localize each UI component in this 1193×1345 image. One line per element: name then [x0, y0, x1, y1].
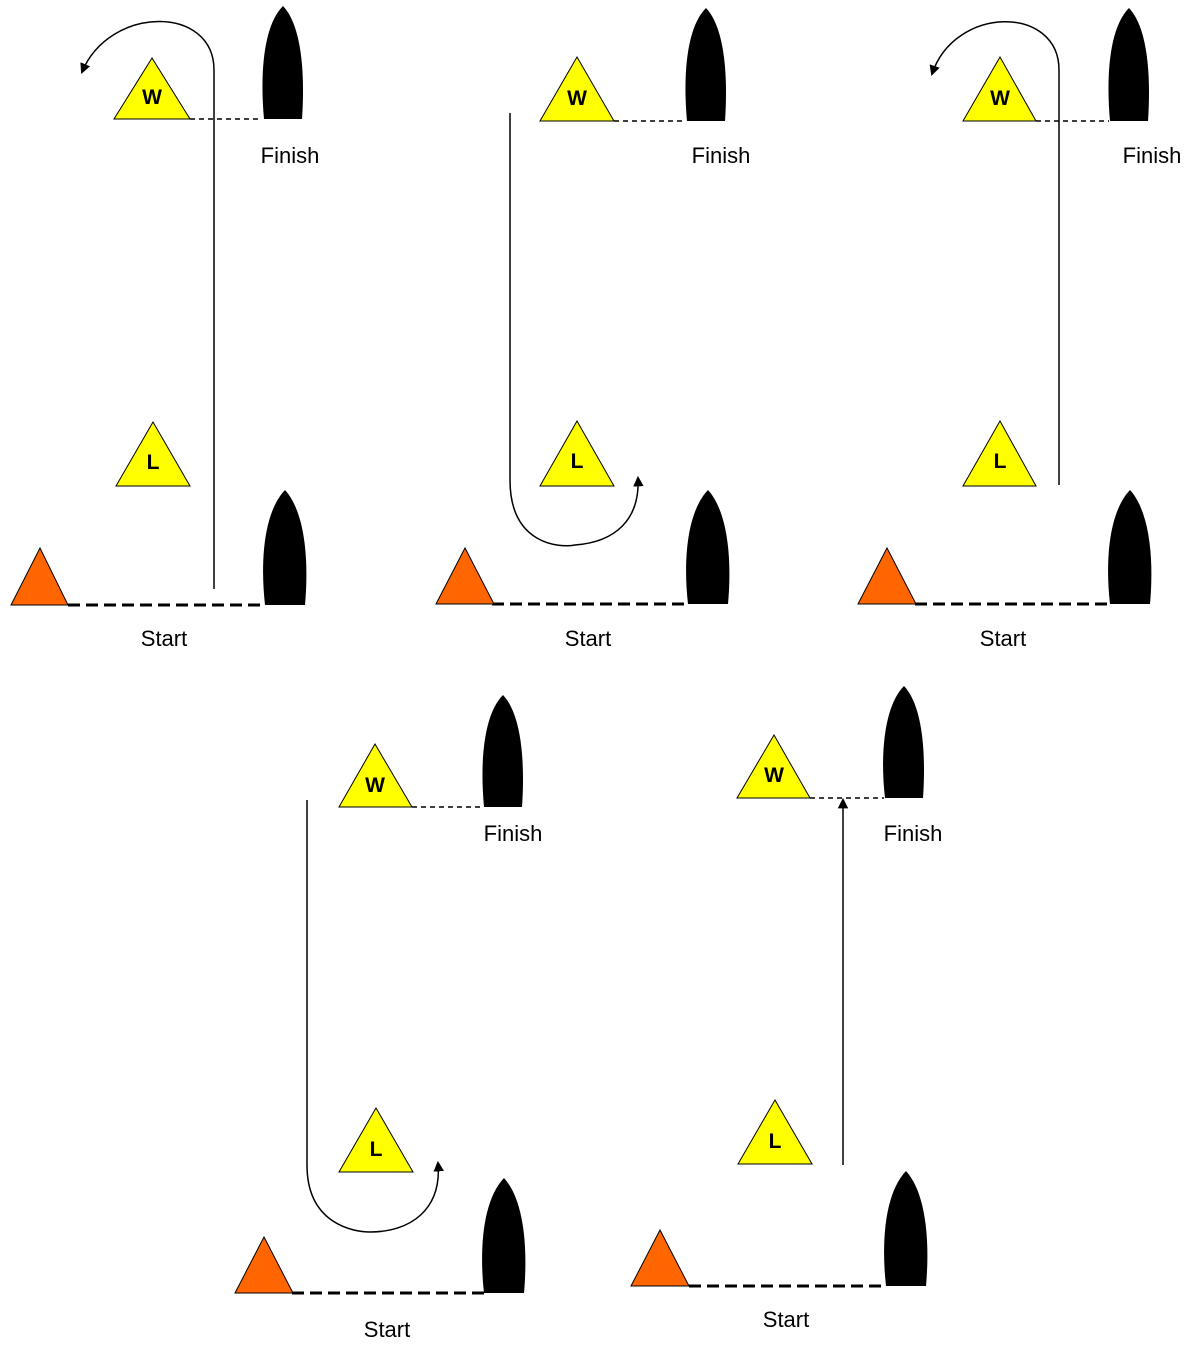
course-2: W L Finish Start	[435, 8, 751, 651]
start-label: Start	[364, 1317, 410, 1342]
windward-mark-label: W	[990, 87, 1010, 110]
leeward-mark: L	[115, 421, 191, 487]
start-label: Start	[141, 626, 187, 651]
leeward-mark: L	[539, 419, 615, 487]
finish-label: Finish	[692, 143, 751, 168]
course-route	[509, 113, 644, 547]
leeward-mark: L	[338, 1107, 414, 1173]
leeward-mark: L	[962, 419, 1037, 487]
windward-mark: W	[113, 57, 191, 120]
leeward-mark-label: L	[147, 451, 160, 474]
leeward-mark-label: L	[769, 1130, 782, 1153]
windward-mark-label: W	[764, 764, 784, 787]
finish-boat	[482, 695, 524, 807]
finish-boat	[1108, 8, 1150, 121]
finish-label: Finish	[1123, 143, 1182, 168]
course-5: W L Finish Start	[630, 686, 943, 1332]
leeward-mark: L	[737, 1099, 813, 1165]
finish-label: Finish	[884, 821, 943, 846]
start-label: Start	[565, 626, 611, 651]
course-3: W L Finish Start	[857, 8, 1182, 651]
leeward-mark-label: L	[370, 1138, 383, 1161]
course-route	[306, 800, 444, 1233]
finish-boat	[883, 686, 925, 798]
start-boat	[482, 1178, 526, 1293]
finish-label: Finish	[261, 143, 320, 168]
start-boat	[263, 490, 307, 605]
course-route	[80, 20, 215, 589]
start-pin-mark	[630, 1228, 690, 1287]
start-boat	[1108, 490, 1152, 604]
start-label: Start	[980, 626, 1026, 651]
windward-mark: W	[736, 734, 811, 799]
course-4: W L Finish Start	[234, 695, 543, 1342]
finish-label: Finish	[484, 821, 543, 846]
start-pin-mark	[10, 546, 69, 606]
start-boat	[686, 490, 730, 604]
finish-boat	[685, 8, 727, 121]
windward-mark: W	[962, 55, 1037, 122]
course-1: W L Finish Start	[10, 6, 320, 651]
start-boat	[884, 1171, 928, 1286]
windward-mark-label: W	[567, 87, 587, 110]
course-route	[929, 21, 1060, 485]
start-pin-mark	[857, 546, 917, 605]
windward-mark: W	[539, 56, 615, 122]
windward-mark-label: W	[365, 774, 385, 797]
windward-mark: W	[338, 743, 413, 808]
windward-mark-label: W	[142, 86, 162, 109]
leeward-mark-label: L	[571, 450, 584, 473]
leeward-mark-label: L	[994, 450, 1007, 473]
start-pin-mark	[435, 546, 495, 605]
start-label: Start	[763, 1307, 809, 1332]
start-pin-mark	[234, 1235, 294, 1294]
finish-boat	[262, 6, 304, 119]
